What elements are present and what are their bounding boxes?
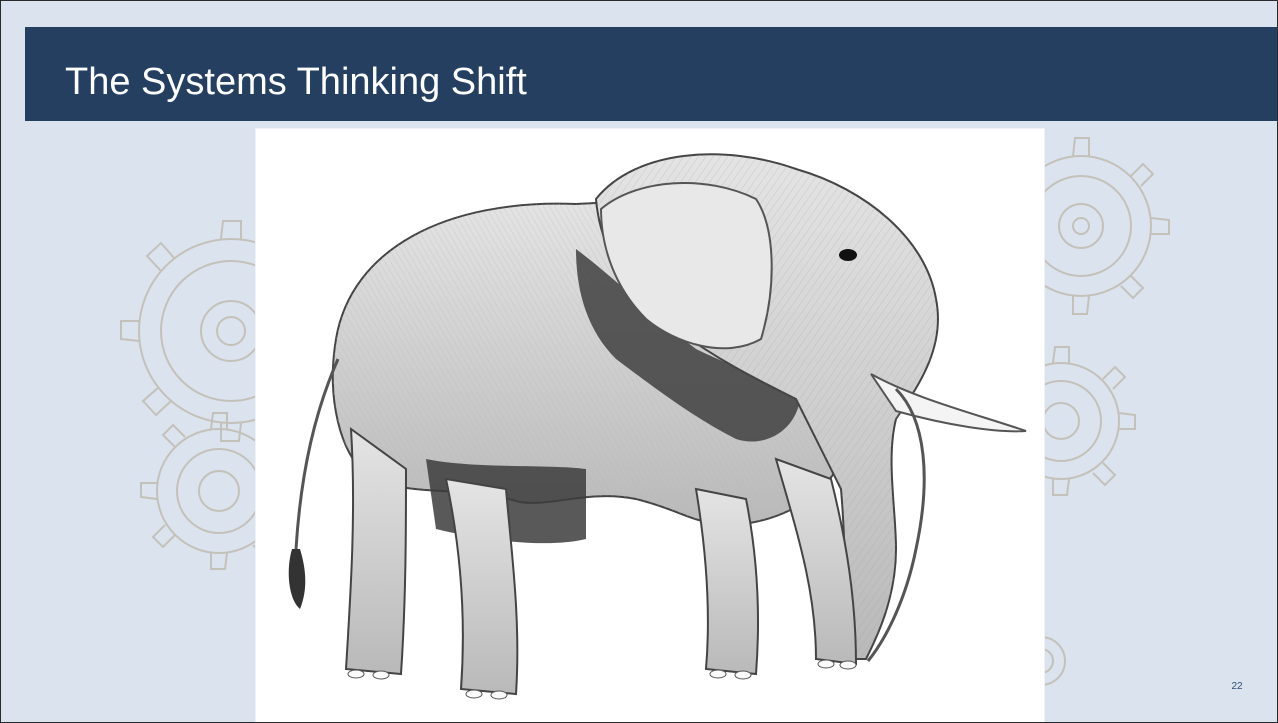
title-area [1,1,1277,122]
front-leg-right [774,457,858,666]
elephant-tail [294,358,340,550]
elephant-ear [599,181,773,350]
front-leg-left [694,487,759,676]
title-band [25,27,1277,121]
rear-leg-left [344,426,408,676]
gear-icon-right-bottom [1002,346,1136,496]
rear-leg-right [444,477,519,696]
elephant-sketch [288,153,1027,700]
elephant-eye [839,249,857,261]
page-number: 22 [1231,681,1243,692]
elephant-trunk [866,387,926,662]
elephant-tusk [870,373,1027,433]
elephant-image [256,129,1044,722]
slide-title: The Systems Thinking Shift [65,61,527,103]
